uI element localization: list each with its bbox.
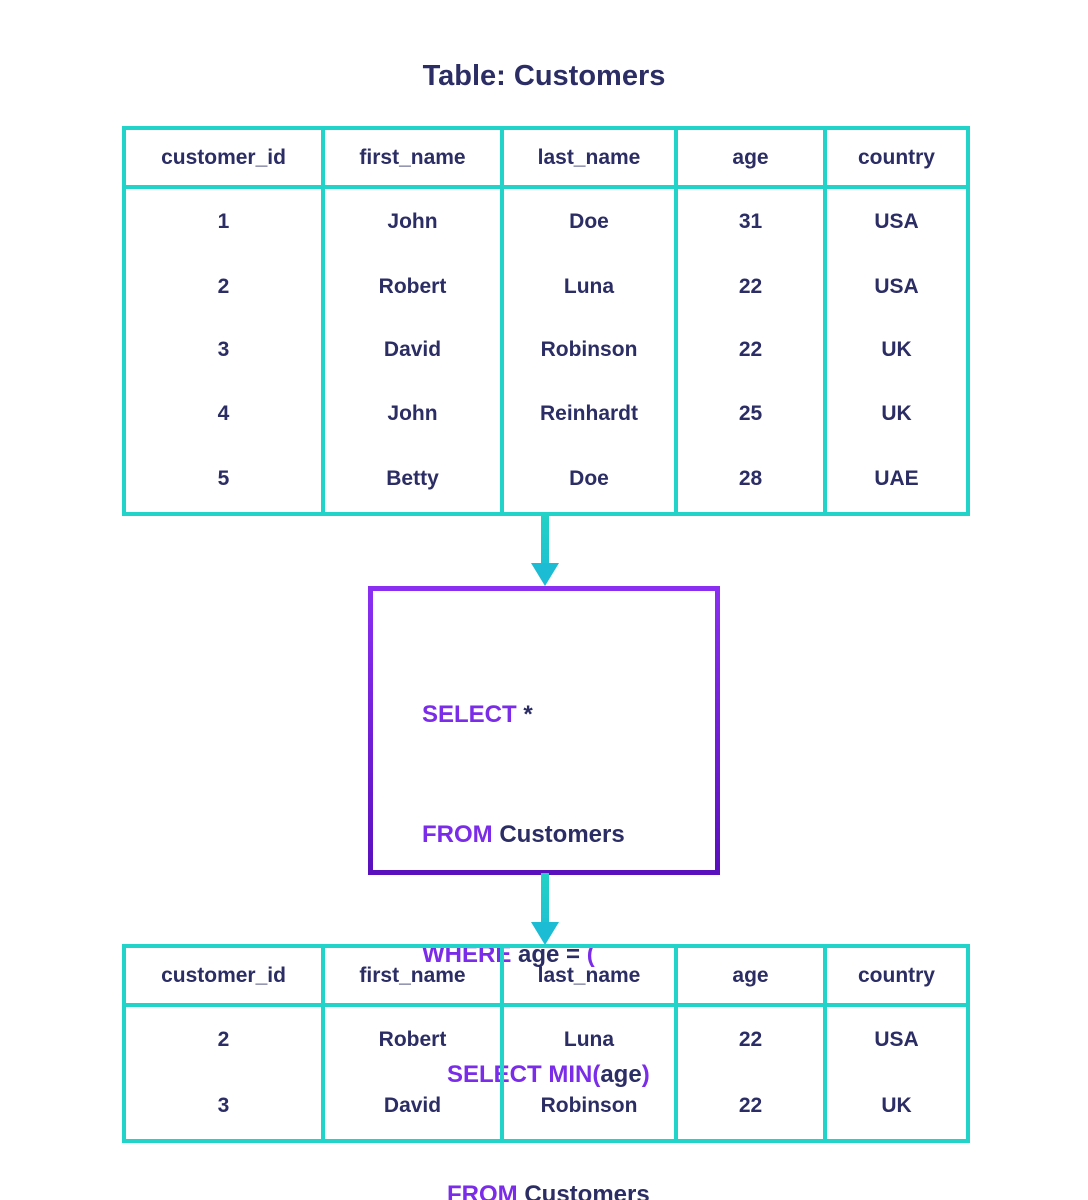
header-cell-country: country — [823, 946, 970, 1007]
cell: UAE — [823, 445, 970, 514]
cell: 25 — [674, 382, 827, 446]
cell: USA — [823, 187, 970, 256]
flow-arrow-down-2 — [531, 873, 559, 945]
header-cell-first-name: first_name — [321, 946, 504, 1007]
sql-keyword: FROM — [422, 821, 493, 848]
arrow-shaft — [541, 514, 549, 564]
table-row: 5 Betty Doe 28 UAE — [122, 445, 970, 514]
cell: 4 — [122, 382, 325, 446]
cell: 22 — [674, 1073, 827, 1141]
cell: 1 — [122, 187, 325, 256]
arrow-down-icon — [531, 922, 559, 945]
cell: 22 — [674, 255, 827, 319]
header-row: customer_id first_name last_name age cou… — [122, 946, 970, 1007]
sql-text: * — [516, 701, 533, 728]
sql-line-5: FROM Customers — [422, 1175, 715, 1200]
cell: 3 — [122, 1073, 325, 1141]
header-cell-customer-id: customer_id — [122, 128, 325, 189]
cell: USA — [823, 1005, 970, 1073]
cell: David — [321, 318, 504, 383]
arrow-down-icon — [531, 563, 559, 586]
cell: UK — [823, 318, 970, 383]
cell: Robinson — [500, 1073, 678, 1141]
table-row: 2 Robert Luna 22 USA — [122, 255, 970, 319]
sql-text: Customers — [492, 821, 625, 848]
header-cell-age: age — [674, 128, 827, 189]
cell: 3 — [122, 318, 325, 383]
sql-keyword: FROM — [447, 1181, 518, 1200]
arrow-shaft — [541, 873, 549, 923]
cell: David — [321, 1073, 504, 1141]
cell: Doe — [500, 445, 678, 514]
cell: 2 — [122, 1005, 325, 1073]
cell: John — [321, 382, 504, 446]
table-row: 2 Robert Luna 22 USA — [122, 1005, 970, 1073]
cell: 2 — [122, 255, 325, 319]
sql-query-box: SELECT * FROM Customers WHERE age = ( SE… — [368, 586, 720, 1200]
customers-table: customer_id first_name last_name age cou… — [122, 126, 970, 516]
header-row: customer_id first_name last_name age cou… — [122, 128, 970, 189]
cell: Luna — [500, 1005, 678, 1073]
cell: Betty — [321, 445, 504, 514]
table-row: 1 John Doe 31 USA — [122, 187, 970, 256]
cell: UK — [823, 382, 970, 446]
table-row: 4 John Reinhardt 25 UK — [122, 382, 970, 446]
sql-line-2: FROM Customers — [422, 815, 715, 855]
cell: Luna — [500, 255, 678, 319]
sql-text: Customers — [517, 1181, 650, 1200]
header-cell-last-name: last_name — [500, 128, 678, 189]
cell: Doe — [500, 187, 678, 256]
flow-arrow-down-1 — [531, 514, 559, 586]
cell: Robinson — [500, 318, 678, 383]
sql-keyword: SELECT — [422, 701, 517, 728]
header-cell-first-name: first_name — [321, 128, 504, 189]
table-row: 3 David Robinson 22 UK — [122, 1073, 970, 1141]
cell: Robert — [321, 1005, 504, 1073]
cell: John — [321, 187, 504, 256]
cell: 5 — [122, 445, 325, 514]
cell: 31 — [674, 187, 827, 256]
result-table: customer_id first_name last_name age cou… — [122, 944, 970, 1143]
cell: 22 — [674, 1005, 827, 1073]
header-cell-last-name: last_name — [500, 946, 678, 1007]
cell: Robert — [321, 255, 504, 319]
sql-line-1: SELECT * — [422, 695, 715, 735]
cell: UK — [823, 1073, 970, 1141]
cell: Reinhardt — [500, 382, 678, 446]
header-cell-age: age — [674, 946, 827, 1007]
cell: USA — [823, 255, 970, 319]
table-row: 3 David Robinson 22 UK — [122, 318, 970, 383]
cell: 28 — [674, 445, 827, 514]
header-cell-customer-id: customer_id — [122, 946, 325, 1007]
page-title: Table: Customers — [422, 60, 666, 92]
header-cell-country: country — [823, 128, 970, 189]
cell: 22 — [674, 318, 827, 383]
